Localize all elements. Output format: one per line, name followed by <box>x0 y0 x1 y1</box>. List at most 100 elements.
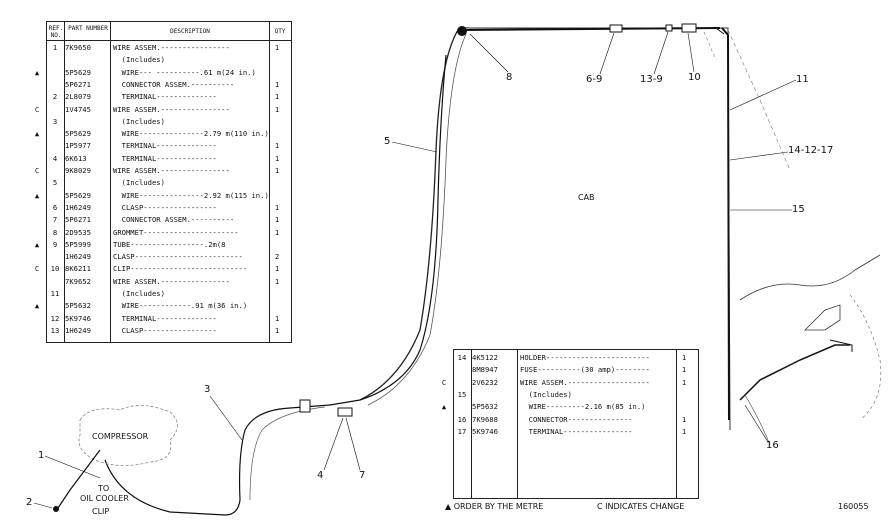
compressor-label: COMPRESSOR <box>92 432 149 441</box>
part-number: 2D9535 <box>65 227 91 237</box>
parts-table-1: REF. NO. PART NUMBER DESCRIPTION QTY 1 7K… <box>35 21 292 343</box>
callout-14-12-17: 14-12-17 <box>788 145 834 156</box>
description: CLASP----------------- <box>113 325 217 335</box>
quantity: 1 <box>274 264 280 274</box>
dashed-line-a <box>727 29 791 171</box>
row-mark: ▲ <box>34 239 40 249</box>
quantity: 1 <box>274 153 280 163</box>
header-desc: DESCRIPTION <box>170 28 210 35</box>
ref-number: 15 <box>457 389 467 399</box>
wire-3 <box>104 404 331 516</box>
ref-number: 2 <box>52 92 58 102</box>
quantity: 1 <box>274 43 280 52</box>
top-wire <box>461 27 721 31</box>
oil-cooler-label: OIL COOLER <box>80 494 129 503</box>
row-mark: C <box>34 104 40 114</box>
description: WIRE ASSEM.------------------- <box>520 377 650 387</box>
table-row: (Includes) <box>47 55 291 67</box>
table-row: 5 (Includes) <box>47 178 291 190</box>
ref-number: 16 <box>457 414 467 424</box>
ref-number: 3 <box>52 116 58 126</box>
ref-number: 9 <box>52 239 58 249</box>
quantity: 1 <box>681 414 687 424</box>
table-row: 11 (Includes) <box>47 289 291 301</box>
row-mark: ▲ <box>441 402 447 412</box>
to-label: TO <box>98 484 110 493</box>
ref-number: 8 <box>52 227 58 237</box>
clip-4 <box>299 399 311 413</box>
ref-number: 17 <box>457 426 467 436</box>
cab-pillar-inner <box>367 33 467 406</box>
callout-13-9: 13-9 <box>640 74 663 85</box>
description: TERMINAL---------------- <box>520 426 633 436</box>
table-row: ▲5P5632 WIRE---------2.16 m(85 in.) <box>442 402 698 414</box>
ref-number: 12 <box>50 313 60 323</box>
row-mark: C <box>441 377 447 387</box>
table-row: ▲5P5629 WIRE---------------2.92 m(115 in… <box>35 191 291 203</box>
part-number: 5P5629 <box>65 129 91 139</box>
description: (Includes) <box>520 389 572 399</box>
part-number: 2V6232 <box>472 377 498 387</box>
part-number: 8M8947 <box>472 365 498 375</box>
description: TERMINAL-------------- <box>113 141 217 151</box>
callout-8: 8 <box>506 72 513 83</box>
ref-number: 6 <box>52 202 58 212</box>
table-row: ▲5P5629 WIRE--- ----------.61 m(24 in.) <box>35 67 291 80</box>
table-row: ▲5P5629 WIRE---------------2.79 m(110 in… <box>35 129 291 141</box>
ref-number: 1 <box>52 43 58 52</box>
description: WIRE ASSEM.---------------- <box>113 166 230 175</box>
order-note: ▲ ORDER BY THE METRE <box>445 502 544 511</box>
change-note: C INDICATES CHANGE <box>597 502 685 511</box>
ref-number: 4 <box>52 153 58 163</box>
callout-3: 3 <box>204 384 211 395</box>
quantity: 1 <box>274 166 280 175</box>
description: WIRE---------------2.79 m(110 in.) <box>113 129 269 139</box>
clasp-13-9 <box>665 24 673 32</box>
header-part: PART NUMBER <box>68 25 108 32</box>
row-mark: C <box>34 264 40 274</box>
callout-10: 10 <box>688 72 701 83</box>
grommet-8 <box>457 26 467 36</box>
description: CONNECTOR ASSEM.---------- <box>113 79 235 89</box>
part-number: 5P6271 <box>65 79 91 89</box>
description: (Includes) <box>113 289 165 298</box>
quantity: 1 <box>274 325 280 335</box>
part-number: 6K613 <box>65 153 87 163</box>
part-number: 5P5629 <box>65 67 91 77</box>
row-mark: ▲ <box>34 67 40 77</box>
fuse-holder-10 <box>681 23 697 33</box>
description: (Includes) <box>113 55 165 65</box>
table-row: 1P5977 TERMINAL--------------1 <box>47 141 291 153</box>
part-number: 9K8029 <box>65 166 91 175</box>
quantity: 1 <box>681 377 687 387</box>
table-row: 5P6271 CONNECTOR ASSEM.----------1 <box>47 80 291 92</box>
header-qty: QTY <box>274 28 286 35</box>
description: CLASP------------------------- <box>113 252 243 262</box>
quantity: 1 <box>274 104 280 114</box>
dashed-line-b <box>703 31 717 61</box>
wire-1 <box>57 449 101 509</box>
part-number: 8K6211 <box>65 264 91 274</box>
part-number: 5P6271 <box>65 215 91 225</box>
header-ref: REF. NO. <box>48 25 64 39</box>
description: TERMINAL-------------- <box>113 92 217 102</box>
quantity: 1 <box>681 426 687 436</box>
part-number: 5K9746 <box>472 426 498 436</box>
callout-11: 11 <box>796 74 809 85</box>
part-number: 5K9746 <box>65 313 91 323</box>
callout-16: 16 <box>766 440 779 451</box>
description: CONNECTOR--------------- <box>520 414 633 424</box>
quantity: 1 <box>274 313 280 323</box>
ref-number: 11 <box>50 289 60 298</box>
callout-7: 7 <box>359 470 366 481</box>
ref-number: 13 <box>50 325 60 335</box>
